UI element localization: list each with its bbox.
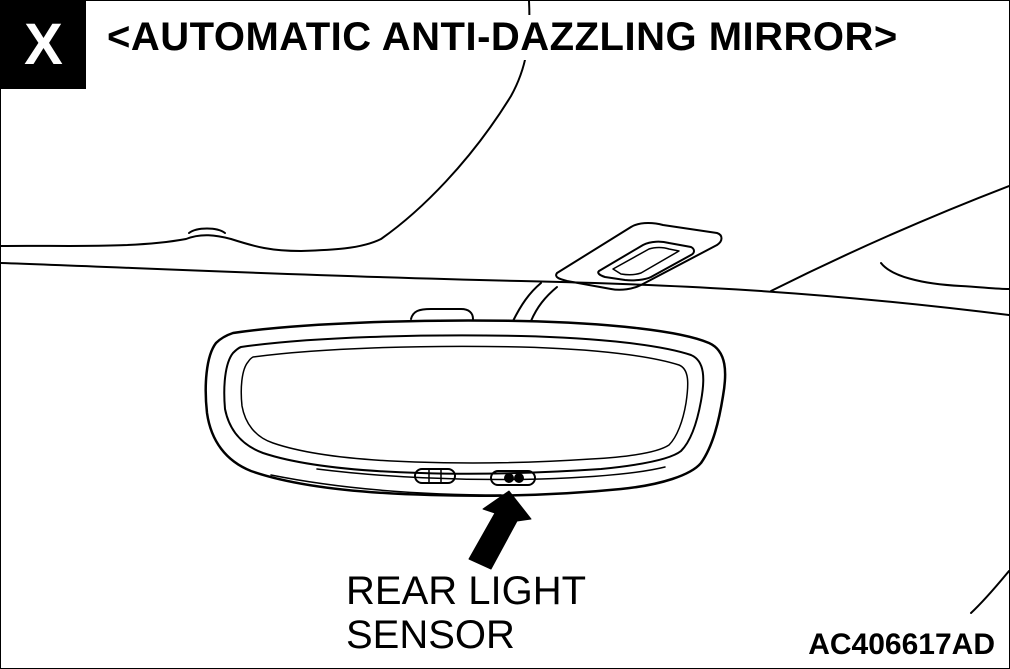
mirror-inner-rim xyxy=(223,334,705,475)
callout-label-line-1: REAR LIGHT xyxy=(346,569,587,613)
mirror-glass-edge xyxy=(240,345,689,464)
callout-label-line-2: SENSOR xyxy=(346,613,515,657)
dome-lamp-outer xyxy=(555,222,723,291)
roof-edge-line xyxy=(1,1,531,252)
front-light-sensor xyxy=(414,468,456,484)
mirror-bottom-line xyxy=(316,466,666,481)
callout-arrow xyxy=(468,490,532,570)
roof-clip xyxy=(188,227,226,234)
roof-panel-line xyxy=(1,262,1009,316)
rear-light-sensor xyxy=(490,470,536,486)
dome-lamp-inner xyxy=(597,240,695,282)
mirror-mount xyxy=(410,308,474,320)
right-pillar-line xyxy=(770,185,1009,292)
figure-code: AC406617AD xyxy=(806,628,997,662)
right-trim-line xyxy=(880,262,1009,290)
diagram-title: <AUTOMATIC ANTI-DAZZLING MIRROR> xyxy=(103,15,902,60)
right-corner-line xyxy=(970,570,1009,614)
dome-lamp-lens xyxy=(612,246,680,276)
section-badge: X xyxy=(1,1,86,89)
mirror-outer-rim xyxy=(204,319,727,497)
mirror-stem xyxy=(512,282,558,322)
mirror-bottom-edge xyxy=(270,474,502,496)
